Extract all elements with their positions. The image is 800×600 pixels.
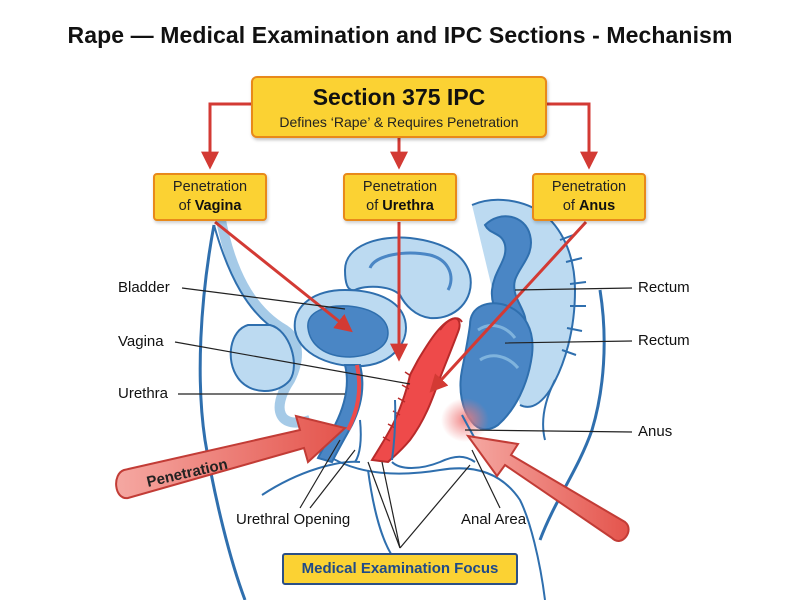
- label-vagina: Vagina: [118, 333, 164, 350]
- body-outline-right: [538, 289, 606, 541]
- connector-right: [546, 102, 598, 170]
- penetration-arrow-left: [115, 414, 348, 500]
- urethra-lining: [346, 364, 362, 431]
- coccyx-outline: [542, 379, 556, 441]
- penetration-anus-target: Anus: [578, 198, 616, 214]
- section-subtitle: Defines ‘Rape’ & Requires Penetration: [279, 114, 519, 130]
- penetration-vagina-box: Penetration of Vagina: [153, 173, 267, 221]
- section-title: Section 375 IPC: [312, 84, 486, 110]
- leader-anal-area: [471, 449, 501, 509]
- connector-left: [201, 102, 252, 170]
- penetration-urethra-box: Penetration of Urethra: [343, 173, 457, 221]
- label-bladder: Bladder: [118, 279, 170, 296]
- page-title: Rape — Medical Examination and IPC Secti…: [67, 22, 733, 48]
- leader-rectum-lower: [504, 340, 633, 344]
- penetration-urethra-target: Urethra: [382, 198, 434, 214]
- medical-examination-focus-box: Medical Examination Focus: [282, 553, 518, 585]
- label-rectum-upper: Rectum: [638, 279, 690, 296]
- skin-contour-2: [367, 469, 396, 561]
- vaginal-rugae: [382, 371, 412, 442]
- leader-vagina: [174, 341, 411, 385]
- penetration-arrow-right: [465, 434, 630, 542]
- bladder-inner: [307, 305, 389, 358]
- leader-anus: [464, 429, 633, 433]
- leader-urethral-opening-a: [299, 439, 341, 509]
- leader-focus-c: [399, 464, 471, 549]
- leader-focus-b: [381, 461, 401, 549]
- sacrum-segments: [559, 233, 587, 356]
- vestibule-lines: [354, 399, 397, 463]
- leader-bladder: [181, 287, 346, 310]
- penetration-anus-of: of: [562, 198, 575, 214]
- label-urethra: Urethra: [118, 385, 169, 402]
- penetration-vagina-prefix: Penetration: [172, 179, 248, 195]
- skin-contour: [261, 460, 361, 496]
- label-anus: Anus: [638, 423, 673, 440]
- penetration-anus-prefix: Penetration: [551, 179, 627, 195]
- arrow-to-vagina: [214, 220, 353, 333]
- leader-focus-a: [367, 461, 401, 549]
- label-anal-area: Anal Area: [461, 511, 527, 528]
- label-urethral-opening: Urethral Opening: [236, 511, 351, 528]
- uterus-inner: [368, 251, 453, 291]
- penetration-urethra-prefix: Penetration: [362, 179, 438, 195]
- label-rectum-lower: Rectum: [638, 332, 690, 349]
- penetration-vagina-of: of: [178, 198, 191, 214]
- penetration-vagina-target: Vagina: [194, 198, 242, 214]
- perineum: [391, 455, 476, 469]
- rectum-highlight: [477, 324, 520, 370]
- arrow-to-anus: [429, 220, 588, 393]
- body-contour-bottom: [299, 429, 546, 600]
- cervix: [439, 317, 463, 331]
- section-375-box: Section 375 IPC Defines ‘Rape’ & Require…: [251, 76, 547, 138]
- leader-rectum-upper: [514, 287, 633, 291]
- rectum-body: [459, 302, 534, 431]
- penetration-urethra-of: of: [366, 198, 379, 214]
- penetration-anus-box: Penetration of Anus: [532, 173, 646, 221]
- sacrum: [471, 198, 577, 408]
- leader-urethral-opening-b: [309, 449, 356, 509]
- abdominal-wall: [215, 214, 312, 428]
